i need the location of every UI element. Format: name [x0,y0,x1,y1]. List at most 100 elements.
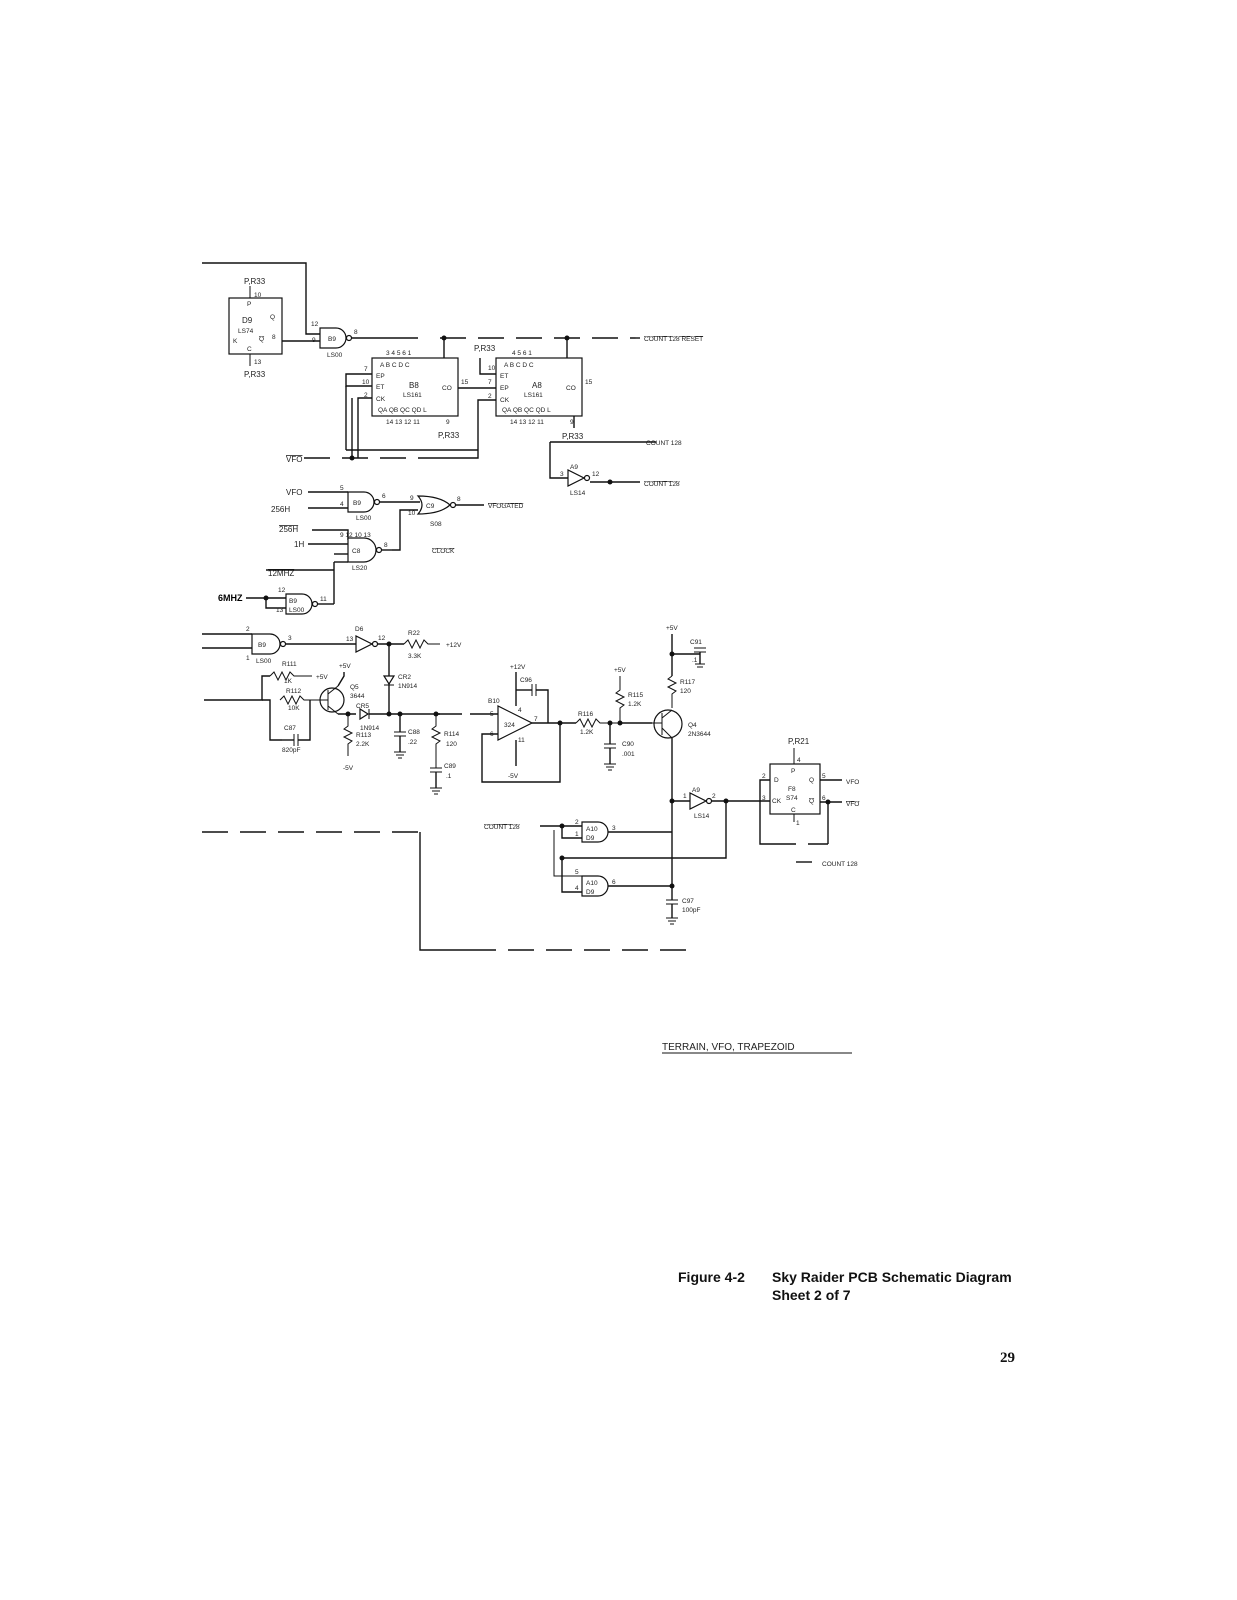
r113-resistor: R113 2.2K -5V [342,714,371,772]
a9-low-pin-out: 2 [712,793,716,800]
b10-opamp: +12V B10 324 5 6 7 4 11 -5V C96 [470,664,576,783]
a10-bot-body [581,875,609,897]
f8-label-q: Q [809,777,814,784]
c91-value: .1 [692,657,698,664]
a8-counter: P,R33 4 5 6 1 A B C D C ET EP CK A8 LS16… [474,344,593,450]
b8-pins-top: 3 4 5 6 1 [386,350,412,357]
f8-pin-ck: 3 [762,795,766,802]
vfo-bar-feed: VFO [286,398,479,464]
c97-value: 100pF [682,907,700,914]
b9-low-pin-out: 11 [320,596,327,603]
f8-label-c: C [791,807,796,814]
signal-minus-5v-amp: -5V [508,773,519,780]
c89-designator: C89 [444,763,456,770]
c9-body [416,495,451,515]
b9-bot-pin-a: 2 [246,626,250,633]
f8-body [769,763,821,815]
f8-pin-q: 5 [822,773,826,780]
r112-designator: R112 [286,688,301,695]
signal-count-128-out: COUNT 128 [822,861,858,868]
r116-r115-c90: R116 1.2K +5V R115 1.2K C90 .001 [575,667,652,771]
b9-low-pin-b: 13 [276,607,284,614]
r112-value: 10K [288,705,300,712]
signal-plus-12v: +12V [446,642,462,649]
d6-pin-out: 12 [378,635,386,642]
b10-pin-gnd: 11 [518,737,525,744]
signal-count-128-reset: COUNT 128 RESET [644,336,703,343]
f8-part: S74 [786,795,798,802]
q5-part: 3644 [350,693,365,700]
d9-pull-bottom: P,R33 [244,370,266,379]
f8-label-ck: CK [772,798,782,805]
a10-bot-pin-a: 5 [575,869,579,876]
b8-pin-co: 15 [461,379,469,386]
d9-label-k: K [233,338,238,345]
a8-pin-ep: 7 [488,379,492,386]
b8-body [371,357,459,417]
c8-pins: 9 12 10 13 [340,532,371,539]
a8-label-ck: CK [500,397,510,404]
b10-pin-out: 7 [534,716,538,723]
signal-clock: CLOCK [432,548,455,555]
cr2-part: 1N914 [398,683,418,690]
signal-vfo-bar-out: VFO [846,801,859,808]
r113-designator: R113 [356,732,371,739]
f8-pin-p: 4 [797,757,801,764]
a8-label-q: QA QB QC QD L [502,407,551,414]
c8-designator: C8 [352,548,361,555]
b8-part: LS161 [403,392,422,399]
page-number: 29 [1000,1350,1015,1366]
sheet-label: TERRAIN, VFO, TRAPEZOID [662,1042,795,1053]
a9-top-pin-in: 3 [560,471,564,478]
a10-top-part: D9 [586,835,595,842]
c97-capacitor: C97 100pF [666,898,700,925]
a8-label-co: CO [566,385,576,392]
d9-label-qbar: Q [259,336,264,343]
b10-designator: B10 [488,698,500,705]
b9-mid-pin-b: 4 [340,501,344,508]
d9-flipflop: P,R33 10 P D9 LS74 K Q Q C 8 13 P,R33 [202,262,320,379]
a9-top-inverter: P,R33 COUNT 128 A9 LS14 3 12 COUNT 128 [549,432,682,497]
b9-top-part: LS00 [327,352,343,359]
r116-value: 1.2K [580,729,594,736]
c91-designator: C91 [690,639,702,646]
b9-top-pin-b: 9 [312,337,316,344]
a10-top-designator: A10 [586,826,598,833]
f8-designator: F8 [788,786,796,793]
b9-top-gate: B9 LS00 12 9 8 [311,321,418,359]
a9-low-inverter: A9 LS14 1 2 [672,787,770,859]
r115-designator: R115 [628,692,643,699]
b8-label-q: QA QB QC QD L [378,407,427,414]
c9-pin-a: 9 [410,495,414,502]
r114-c89: R114 120 C89 .1 [430,711,470,795]
b8-pin-et: 10 [362,379,370,386]
b8-pull: P,R33 [438,431,460,440]
b9-mid-designator: B9 [353,500,361,507]
a8-pins-top: 4 5 6 1 [512,350,532,357]
a9-top-part: LS14 [570,490,586,497]
cr5-diode: CR5 1N914 [345,703,440,732]
c9-pin-out: 8 [457,496,461,503]
d9-label-c: C [247,346,252,353]
d6-designator: D6 [355,626,364,633]
signal-plus-5v-r115: +5V [614,667,626,674]
signal-plus-12v-amp: +12V [510,664,526,671]
d9-pin-bottom: 13 [254,359,262,366]
f8-label-d: D [774,777,779,784]
r117-value: 120 [680,688,691,695]
c89-value: .1 [446,773,452,780]
b9-mid-body [347,491,375,513]
c90-designator: C90 [622,741,634,748]
a9-low-designator: A9 [692,787,700,794]
c9-designator: C9 [426,503,435,510]
f8-flipflop: P,R21 4 P D Q F8 S74 CK Q C 2 3 5 6 1 VF… [759,737,859,868]
c88-capacitor: C88 .22 [394,714,420,759]
d6-buffer: D6 13 12 [346,626,404,714]
c8-pin-out: 8 [384,542,388,549]
a10-bot-designator: A10 [586,880,598,887]
b10-body [497,705,534,741]
signal-6mhz: 6MHZ [218,593,243,603]
b10-part: 324 [504,722,515,729]
q5-designator: Q5 [350,684,359,691]
